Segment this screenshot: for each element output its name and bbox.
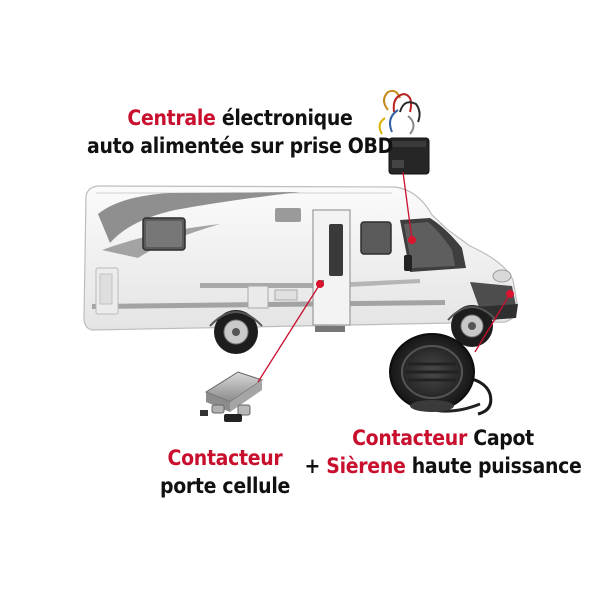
capot-line2-rest: haute puissance xyxy=(405,454,582,478)
rear-wheel xyxy=(214,310,258,354)
centrale-unit-image xyxy=(378,89,430,175)
capot-highlight: Contacteur xyxy=(352,426,467,450)
capot-caption: Contacteur Capot + Sièrene haute puissan… xyxy=(293,424,593,480)
front-wheel xyxy=(451,305,493,347)
siren-image xyxy=(389,333,493,416)
centrale-line1-rest: électronique xyxy=(215,106,353,130)
contacteur-porte-line1: Contacteur xyxy=(167,446,283,470)
pointer-lines xyxy=(257,171,511,383)
capot-line2-prefix: + xyxy=(304,454,327,478)
centrale-caption-line1: Centrale électronique xyxy=(55,104,425,132)
motorhome-image xyxy=(83,185,518,354)
capot-line1-rest: Capot xyxy=(466,426,534,450)
centrale-caption: Centrale électronique auto alimentée sur… xyxy=(55,104,425,160)
centrale-caption-line2: auto alimentée sur prise OBD xyxy=(87,134,393,158)
capot-caption-line2: + Sièrene haute puissance xyxy=(293,452,593,480)
pointer-dots xyxy=(316,236,514,298)
sirene-highlight: Sièrene xyxy=(326,454,406,478)
contacteur-porte-caption: Contacteur porte cellule xyxy=(135,444,315,500)
contacteur-porte-line2: porte cellule xyxy=(159,474,291,498)
capot-caption-line1: Contacteur Capot xyxy=(293,424,593,452)
door-contact-image xyxy=(200,371,264,422)
centrale-highlight: Centrale xyxy=(127,106,216,130)
